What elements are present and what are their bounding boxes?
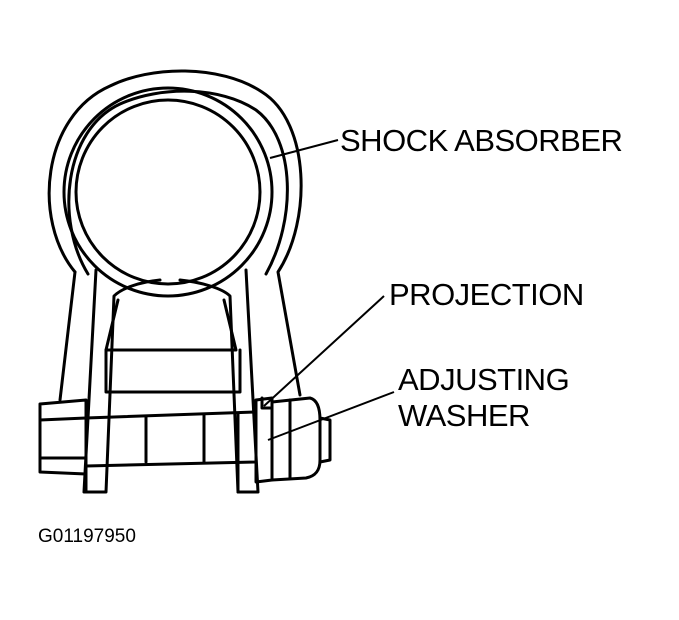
leader-adjusting-washer [267,391,395,441]
label-washer: WASHER [398,398,530,433]
bracket-left-leg [58,270,77,402]
bracket-outer [47,69,303,397]
label-shock-absorber: SHOCK ABSORBER [340,123,622,158]
shock-eye-outer [62,86,274,298]
projection-tab [260,396,272,410]
label-adjusting: ADJUSTING [398,362,569,397]
bushing-block [104,298,238,352]
bracket-inner-contour [67,89,289,276]
figure-code: G01197950 [38,526,136,547]
leader-projection [263,295,385,407]
strap-left [82,268,162,494]
right-nut [270,396,322,482]
leader-shock-absorber [269,139,339,159]
bushing-front [104,348,242,394]
label-projection: PROJECTION [389,277,584,312]
shock-eye-inner [74,98,262,286]
